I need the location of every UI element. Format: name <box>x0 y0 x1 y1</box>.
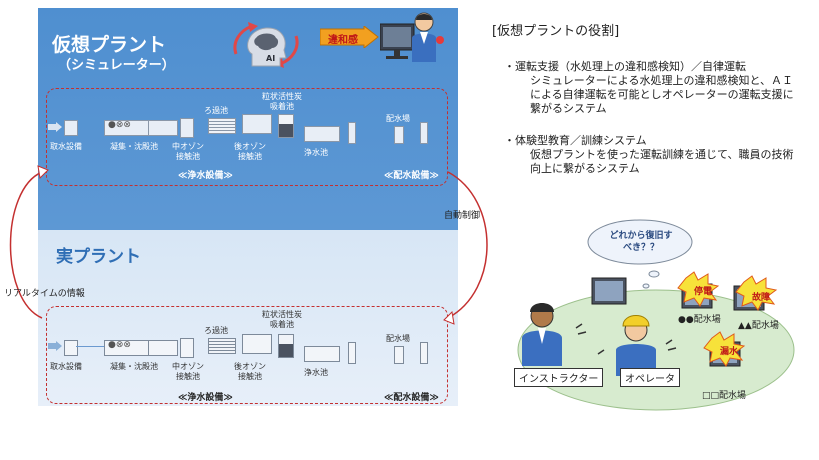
auto-control-label: 自動制御 <box>444 211 481 221</box>
role-bullet-2-body: 仮想プラントを使った運転訓練を通じて、職員の技術向上に繋がるシステム <box>530 148 794 175</box>
virtual-section-purify: ≪浄水設備≫ <box>178 171 233 181</box>
feedback-arrows <box>9 165 488 325</box>
virtual-label-gac: 粒状活性炭 吸着池 <box>262 92 302 111</box>
real-clear-device <box>304 346 340 362</box>
virtual-sediment-device <box>148 120 178 136</box>
discomfort-arrow <box>320 26 379 48</box>
virtual-filter-device <box>208 118 236 134</box>
real-label-ozone2: 後オゾン 接触池 <box>234 362 266 381</box>
operator-monitor-icon <box>380 12 444 62</box>
role-heading: [仮想プラントの役割] <box>492 24 620 39</box>
virtual-ozone2-device <box>242 114 272 134</box>
site-label-c: □□配水場 <box>702 391 747 401</box>
virtual-intake-device <box>64 120 78 136</box>
operator-tag: オペレータ <box>620 368 680 387</box>
real-ozone1-device <box>180 338 194 358</box>
mixer-icon: ●⊗⊗ <box>108 120 131 130</box>
virtual-plant-subtitle: （シミュレーター） <box>58 58 175 73</box>
virtual-ozone1-device <box>180 118 194 138</box>
role-bullet-1-title: ・運転支援（水処理上の違和感検知）／自律運転 <box>504 60 746 73</box>
intake-arrow-icon <box>48 122 62 132</box>
real-section-purify: ≪浄水設備≫ <box>178 393 233 403</box>
virtual-plant-title: 仮想プラント <box>52 34 167 56</box>
real-filter-device <box>208 338 236 354</box>
real-label-ozone1: 中オゾン 接触池 <box>172 362 204 381</box>
real-label-dist: 配水場 <box>386 334 410 343</box>
real-intake-device <box>64 340 78 356</box>
site-label-a: ●●配水場 <box>678 315 721 325</box>
real-ozone2-device <box>242 334 272 354</box>
real-plant-title: 実プラント <box>56 247 141 267</box>
ai-head-icon <box>247 27 287 67</box>
realtime-info-label: リアルタイムの情報 <box>4 289 85 299</box>
alert-leak: 漏水 <box>720 347 739 357</box>
discomfort-label: 違和感 <box>328 35 358 46</box>
virtual-clear-device <box>304 126 340 142</box>
real-process-box <box>46 306 448 404</box>
virtual-pipe-device <box>348 122 356 144</box>
real-label-intake: 取水設備 <box>50 362 82 371</box>
virtual-label-coag: 凝集・沈殿池 <box>110 142 158 151</box>
real-pipe-line-1 <box>76 346 104 347</box>
virtual-label-clear: 浄水池 <box>304 148 328 157</box>
alert-stop: 停電 <box>694 287 713 297</box>
real-plant-panel <box>38 230 458 406</box>
real-dist-device-1 <box>394 346 404 364</box>
real-label-clear: 浄水池 <box>304 368 328 377</box>
virtual-label-intake: 取水設備 <box>50 142 82 151</box>
site-label-b: ▲▲配水場 <box>738 321 779 331</box>
virtual-label-filter: ろ過池 <box>204 106 228 115</box>
virtual-process-box <box>46 88 448 186</box>
real-sediment-device <box>148 340 178 356</box>
virtual-label-dist: 配水場 <box>386 114 410 123</box>
virtual-dist-device-1 <box>394 126 404 144</box>
role-bullet-2-title: ・体験型教育／訓練システム <box>504 134 647 147</box>
ai-cycle-graphic <box>233 22 299 68</box>
thought-bubble-text: どれから復旧すべき？？ <box>609 231 673 253</box>
virtual-dist-device-2 <box>420 122 428 144</box>
real-label-filter: ろ過池 <box>204 326 228 335</box>
alert-fault: 故障 <box>752 293 771 303</box>
real-pipe-device <box>348 342 356 364</box>
instructor-tag: インストラクター <box>514 368 604 387</box>
virtual-section-dist: ≪配水設備≫ <box>384 171 439 181</box>
virtual-label-ozone2: 後オゾン 接触池 <box>234 142 266 161</box>
real-intake-arrow-icon <box>48 341 62 351</box>
role-bullet-1-body: シミュレーターによる水処理上の違和感検知と、ＡＩによる自律運転を可能としオペレー… <box>530 74 794 115</box>
real-label-gac: 粒状活性炭 吸着池 <box>262 310 302 329</box>
real-dist-device-2 <box>420 342 428 364</box>
virtual-gac-device <box>278 114 294 138</box>
real-mixer-icon: ●⊗⊗ <box>108 340 131 350</box>
virtual-label-ozone1: 中オゾン 接触池 <box>172 142 204 161</box>
real-section-dist: ≪配水設備≫ <box>384 393 439 403</box>
real-gac-device <box>278 334 294 358</box>
ai-label: AI <box>266 54 276 63</box>
real-label-coag: 凝集・沈殿池 <box>110 362 158 371</box>
